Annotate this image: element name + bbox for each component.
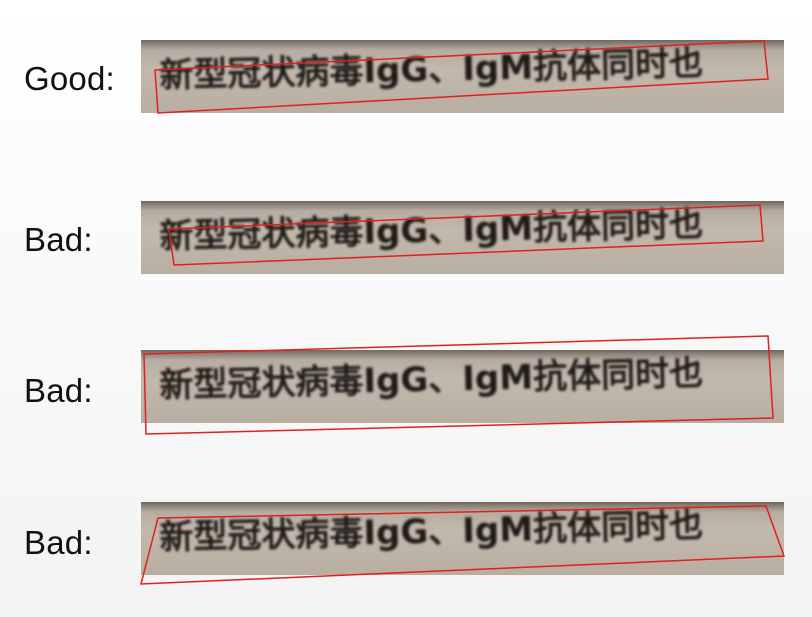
- text-line-crop: 新型冠状病毒IgG、IgM抗体同时也: [141, 350, 784, 423]
- crop-text: 新型冠状病毒IgG、IgM抗体同时也: [159, 43, 704, 96]
- text-line-crop: 新型冠状病毒IgG、IgM抗体同时也: [141, 201, 784, 274]
- crop-text: 新型冠状病毒IgG、IgM抗体同时也: [159, 204, 704, 257]
- example-label: Bad:: [24, 524, 93, 561]
- example-label: Good:: [24, 60, 115, 97]
- text-line-crop: 新型冠状病毒IgG、IgM抗体同时也: [141, 502, 784, 575]
- example-row-bad-1: Bad: 新型冠状病毒IgG、IgM抗体同时也: [0, 199, 812, 279]
- example-row-bad-2: Bad: 新型冠状病毒IgG、IgM抗体同时也: [0, 335, 812, 441]
- crop-text: 新型冠状病毒IgG、IgM抗体同时也: [159, 353, 704, 406]
- crop-text-below: ▃▃▃▃▃: [331, 106, 408, 113]
- example-label: Bad:: [24, 372, 93, 409]
- example-row-good: Good: 新型冠状病毒IgG、IgM抗体同时也 ▃▃▃▃▃: [0, 38, 812, 118]
- text-line-crop: 新型冠状病毒IgG、IgM抗体同时也 ▃▃▃▃▃: [141, 40, 784, 113]
- example-label: Bad:: [24, 221, 93, 258]
- crop-text: 新型冠状病毒IgG、IgM抗体同时也: [159, 505, 704, 558]
- example-row-bad-3: Bad: 新型冠状病毒IgG、IgM抗体同时也: [0, 500, 812, 590]
